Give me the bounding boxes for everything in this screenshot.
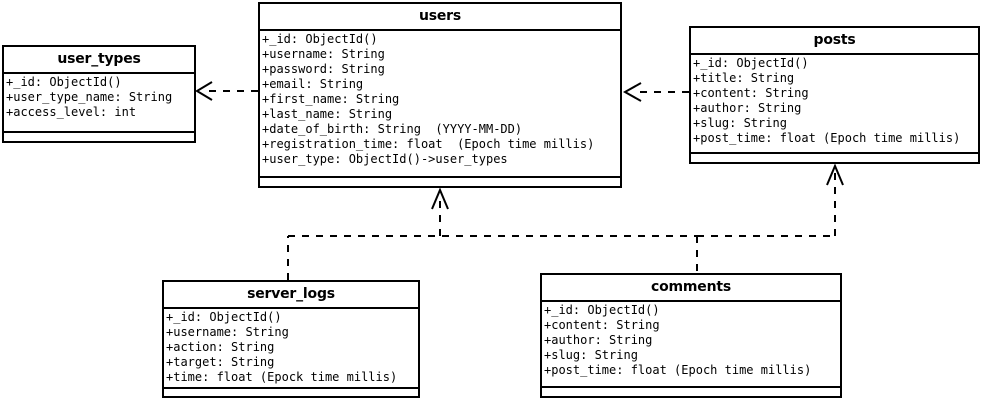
- attribute-row: +content: String: [693, 86, 809, 100]
- class-attributes-user_types: +_id: ObjectId() +user_type_name: String…: [4, 74, 194, 133]
- attribute-row: +password: String: [262, 62, 385, 76]
- attribute-row: +_id: ObjectId(): [6, 75, 122, 89]
- attribute-row: +action: String: [166, 340, 275, 354]
- attribute-row: +date_of_birth: String (YYYY-MM-DD): [262, 122, 523, 136]
- attribute-row: +author: String: [693, 101, 802, 115]
- attribute-row: +_id: ObjectId(): [166, 310, 282, 324]
- class-methods-server_logs: [164, 389, 418, 397]
- relationship-logs-comments-to-users: [287, 187, 698, 280]
- relationship-comments-to-posts: [697, 163, 844, 237]
- uml-class-comments[interactable]: comments +_id: ObjectId() +content: Stri…: [540, 273, 842, 398]
- attribute-row: +last_name: String: [262, 107, 393, 121]
- class-title-posts: posts: [691, 28, 978, 55]
- uml-class-server_logs[interactable]: server_logs +_id: ObjectId() +username: …: [162, 280, 420, 398]
- relationship-users-to-user-types: [195, 81, 258, 101]
- attribute-row: +slug: String: [693, 116, 787, 130]
- class-attributes-server_logs: +_id: ObjectId() +username: String +acti…: [164, 309, 418, 389]
- class-attributes-comments: +_id: ObjectId() +content: String +autho…: [542, 302, 840, 388]
- class-methods-comments: [542, 388, 840, 396]
- open-arrowhead-icon: [195, 81, 213, 101]
- attribute-row: +username: String: [166, 325, 289, 339]
- relationship-posts-to-users: [622, 82, 689, 102]
- class-methods-user_types: [4, 133, 194, 141]
- attribute-row: +access_level: int: [6, 105, 137, 119]
- attribute-row: +first_name: String: [262, 92, 400, 106]
- class-title-user_types: user_types: [4, 47, 194, 74]
- open-arrowhead-icon: [431, 187, 449, 210]
- attribute-row: +post_time: float (Epoch time millis): [693, 131, 961, 145]
- attribute-row: +post_time: float (Epoch time millis): [544, 363, 812, 377]
- attribute-row: +registration_time: float (Epoch time mi…: [262, 137, 595, 151]
- uml-class-users[interactable]: users +_id: ObjectId() +username: String…: [258, 2, 622, 188]
- open-arrowhead-icon: [826, 163, 844, 186]
- class-title-comments: comments: [542, 275, 840, 302]
- uml-class-user_types[interactable]: user_types +_id: ObjectId() +user_type_n…: [2, 45, 196, 143]
- attribute-row: +content: String: [544, 318, 660, 332]
- class-methods-posts: [691, 154, 978, 162]
- class-methods-users: [260, 178, 620, 186]
- class-attributes-users: +_id: ObjectId() +username: String +pass…: [260, 31, 620, 178]
- open-arrowhead-icon: [622, 82, 642, 102]
- attribute-row: +_id: ObjectId(): [544, 303, 660, 317]
- attribute-row: +time: float (Epock time millis): [166, 370, 398, 384]
- uml-class-posts[interactable]: posts +_id: ObjectId() +title: String +c…: [689, 26, 980, 164]
- attribute-row: +email: String: [262, 77, 364, 91]
- class-attributes-posts: +_id: ObjectId() +title: String +content…: [691, 55, 978, 154]
- class-title-users: users: [260, 4, 620, 31]
- attribute-row: +author: String: [544, 333, 653, 347]
- attribute-row: +_id: ObjectId(): [693, 56, 809, 70]
- attribute-row: +username: String: [262, 47, 385, 61]
- attribute-row: +slug: String: [544, 348, 638, 362]
- attribute-row: +_id: ObjectId(): [262, 32, 378, 46]
- attribute-row: +target: String: [166, 355, 275, 369]
- attribute-row: +user_type_name: String: [6, 90, 173, 104]
- attribute-row: +user_type: ObjectId()->user_types: [262, 152, 508, 166]
- attribute-row: +title: String: [693, 71, 795, 85]
- class-title-server_logs: server_logs: [164, 282, 418, 309]
